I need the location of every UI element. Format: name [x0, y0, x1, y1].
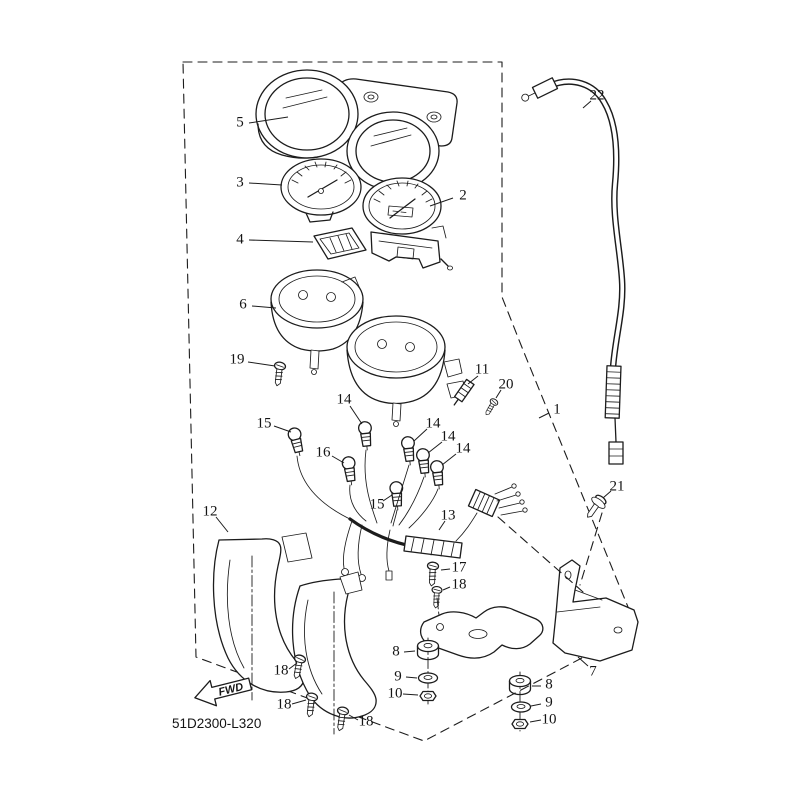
callout-leader — [442, 586, 451, 591]
callout-leader — [403, 650, 416, 653]
callout-leader — [602, 490, 612, 499]
part-callout: 11 — [475, 361, 489, 377]
meter-cover — [255, 69, 458, 191]
meter-unit — [362, 177, 453, 271]
callout-leader — [405, 676, 418, 679]
bulb-socket-15 — [388, 480, 405, 512]
screw-18 — [302, 691, 319, 719]
part-callout: 14 — [456, 440, 472, 456]
harness-connector — [467, 488, 501, 518]
screw-19 — [270, 360, 287, 388]
nut-10 — [511, 718, 529, 730]
part-callout: 10 — [542, 711, 557, 727]
part-callout: 3 — [236, 174, 244, 190]
callout-leader — [427, 441, 443, 454]
callout-leader — [248, 182, 283, 186]
knob-11 — [453, 378, 475, 406]
callout-leader — [582, 100, 592, 109]
part-callout: 6 — [239, 296, 247, 312]
callout-leader — [441, 453, 457, 466]
callout-leader — [530, 703, 542, 707]
part-callout: 9 — [394, 668, 402, 684]
callout-leader — [348, 714, 359, 721]
assembly-boundary — [182, 61, 638, 742]
part-callout: 18 — [277, 696, 292, 712]
callout-leader — [382, 494, 393, 502]
callout-leader — [495, 389, 502, 399]
part-callout: 12 — [203, 503, 218, 519]
speedometer-cable — [521, 77, 626, 465]
meter-bracket-plate — [313, 227, 367, 260]
part-callout: 8 — [392, 643, 400, 659]
part-callout: 13 — [441, 507, 456, 523]
callout-leader — [440, 568, 451, 571]
callout-leader — [291, 699, 307, 705]
part-callout: 7 — [589, 663, 597, 679]
screw-21 — [587, 494, 607, 518]
callout-leader — [402, 693, 419, 696]
part-callout: 9 — [545, 694, 553, 710]
part-callout: 8 — [545, 676, 553, 692]
callout-leader — [349, 405, 363, 425]
speedometer-dial — [280, 158, 362, 223]
screw-17 — [424, 560, 440, 588]
meter-stay-bracket — [419, 559, 639, 662]
washer-9 — [417, 672, 439, 684]
callout-leader — [429, 197, 454, 207]
part-callout: 10 — [388, 685, 403, 701]
assembly-guide — [579, 512, 603, 586]
bulb-socket-16 — [340, 455, 359, 487]
callout-leader — [247, 361, 276, 367]
part-callout: 22 — [590, 87, 605, 103]
callout-leader — [215, 516, 229, 533]
bulb-socket-14 — [357, 420, 375, 452]
diagram-code: 51D2300-L320 — [172, 716, 261, 731]
callout-leader — [413, 428, 428, 442]
callout-leader — [538, 412, 550, 419]
part-callout: 20 — [499, 376, 514, 392]
part-callout: 2 — [459, 187, 467, 203]
fwd-label: FWD — [217, 681, 244, 699]
part-callout: 14 — [441, 428, 457, 444]
callout-leader — [288, 662, 298, 670]
callout-leader — [529, 719, 542, 723]
part-callout: 1 — [553, 401, 561, 417]
callout-leader — [248, 239, 314, 243]
meter-case — [270, 269, 467, 427]
part-callout: 16 — [316, 444, 332, 460]
part-callout: 4 — [236, 231, 244, 247]
screw-18 — [429, 585, 443, 610]
part-callout: 15 — [370, 496, 385, 512]
grommet-8 — [416, 639, 440, 661]
callout-leader — [251, 305, 277, 309]
screw-20 — [481, 396, 500, 418]
part-callout: 18 — [274, 662, 289, 678]
callout-leader — [467, 375, 479, 385]
callout-leader — [438, 520, 446, 531]
lower-cover — [212, 532, 377, 735]
part-callout: 14 — [337, 391, 353, 407]
part-callout: 15 — [257, 415, 272, 431]
part-callout: 17 — [452, 559, 468, 575]
callout-leader — [331, 455, 345, 464]
part-callout: 18 — [359, 713, 374, 729]
part-callout: 21 — [610, 478, 625, 494]
part-callout: 18 — [452, 576, 467, 592]
nut-10 — [419, 690, 437, 702]
callout-leader — [248, 116, 289, 124]
assembly-guide — [497, 516, 584, 593]
callout-leader — [273, 425, 292, 433]
wire-harness — [296, 449, 528, 582]
part-callout: 5 — [236, 114, 244, 130]
callout-leader — [577, 656, 589, 667]
part-callout: 19 — [230, 351, 245, 367]
washer-9 — [510, 701, 532, 713]
fwd-marker: FWD — [194, 677, 253, 707]
part-callout: 14 — [426, 415, 442, 431]
